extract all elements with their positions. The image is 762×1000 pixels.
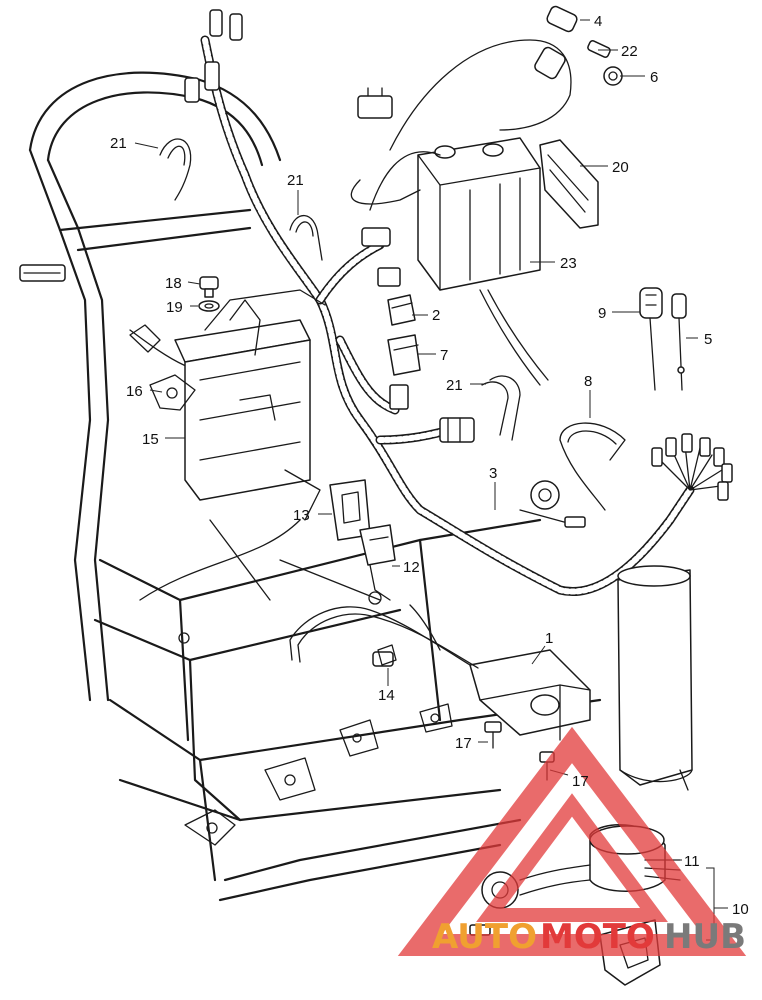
callout-21-top: 21: [110, 135, 127, 152]
watermark-triangle-outer: [397, 726, 747, 956]
callout-7: 7: [440, 347, 448, 364]
callout-8: 8: [584, 373, 592, 390]
callout-14: 14: [378, 687, 395, 704]
callout-13: 13: [293, 507, 310, 524]
callout-5: 5: [704, 331, 712, 348]
fanout-connectors: [651, 433, 733, 501]
clip-14: [377, 644, 397, 666]
fuse-connector: [357, 95, 393, 119]
callout-21-mid: 21: [287, 172, 304, 189]
clamp-21-mid: [289, 214, 323, 261]
watermark-triangle-inner: [476, 793, 668, 922]
watermark: [397, 726, 747, 956]
main-wire-harness: [184, 9, 733, 596]
callout-21-low: 21: [446, 377, 463, 394]
watermark-text-auto: AUTO: [432, 917, 537, 957]
band-clip: [559, 422, 626, 461]
rectifier-regulator: [329, 479, 396, 605]
watermark-text-hub: HUB: [664, 917, 746, 957]
frame: [19, 71, 602, 902]
callout-20: 20: [612, 159, 629, 176]
bolt-washer: [198, 276, 220, 312]
fuse-holder: [534, 5, 623, 86]
fuse-cable: [369, 39, 572, 211]
callout-10: 10: [732, 901, 749, 918]
callout-11: 11: [684, 853, 700, 870]
callout-15: 15: [142, 431, 159, 448]
watermark-text: AUTO MOTO HUB: [432, 917, 746, 957]
callout-labels: 4 22 6 21 20 21 23 18 19 2 9 5 7 16 21 8…: [110, 13, 749, 918]
battery-holder: [149, 289, 326, 521]
callout-22: 22: [621, 43, 638, 60]
battery-pad: [539, 139, 599, 229]
ignition-coil: [289, 604, 591, 741]
fuses-9-5: [639, 287, 687, 391]
callout-3: 3: [489, 465, 497, 482]
callout-23: 23: [560, 255, 577, 272]
watermark-text-moto: MOTO: [540, 917, 655, 957]
callout-6: 6: [650, 69, 658, 86]
callout-19: 19: [166, 299, 183, 316]
clamp-21-top: [159, 138, 192, 201]
callout-12: 12: [403, 559, 420, 576]
relay-parts: [387, 294, 421, 410]
callout-2: 2: [432, 307, 440, 324]
harness-sleeve: [617, 565, 693, 791]
callout-9: 9: [598, 305, 606, 322]
callout-17-a: 17: [455, 735, 472, 752]
callout-18: 18: [165, 275, 182, 292]
callout-16: 16: [126, 383, 143, 400]
callout-17-b: 17: [572, 773, 589, 790]
callout-1: 1: [545, 630, 553, 647]
clamp-21-low: [489, 375, 521, 441]
battery: [417, 137, 549, 386]
callout-4: 4: [594, 13, 602, 30]
